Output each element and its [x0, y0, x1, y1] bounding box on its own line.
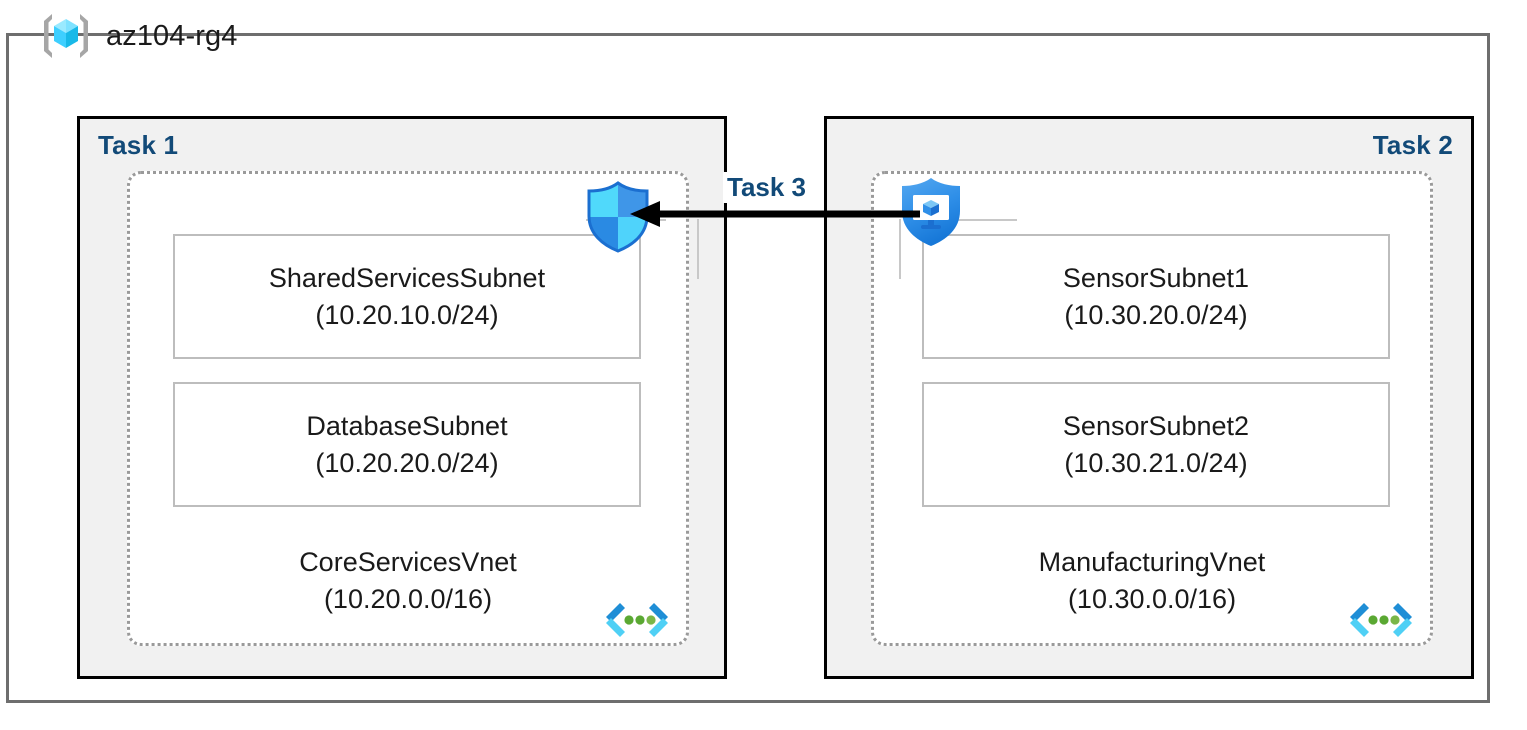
subnet-name: SensorSubnet1	[1062, 262, 1250, 293]
subnet-cidr: (10.30.21.0/24)	[1064, 447, 1248, 478]
virtual-network-icon	[1346, 599, 1416, 643]
vnet-box-manufacturing: SensorSubnet1 (10.30.20.0/24) SensorSubn…	[871, 171, 1433, 646]
vnet-name: CoreServicesVnet	[299, 547, 517, 577]
resource-group-cube-icon	[40, 10, 92, 62]
subnet-box-shared-services: SharedServicesSubnet (10.20.10.0/24)	[173, 234, 641, 359]
subnet-box-database: DatabaseSubnet (10.20.20.0/24)	[173, 382, 641, 507]
subnet-box-sensor-1: SensorSubnet1 (10.30.20.0/24)	[922, 234, 1390, 359]
task-panel-1: Task 1 SharedServicesSubnet (10.20.10.0/…	[77, 116, 727, 679]
shield-connector-stub	[937, 219, 1017, 221]
resource-group-title: az104-rg4	[40, 6, 238, 66]
task-label-2: Task 2	[1372, 130, 1453, 160]
resource-group-frame	[6, 33, 1490, 703]
vnet-caption-core-services: CoreServicesVnet (10.20.0.0/16)	[130, 544, 686, 618]
vnet-name: ManufacturingVnet	[1038, 547, 1266, 577]
subnet-name: SensorSubnet2	[1062, 410, 1250, 441]
task-label-1: Task 1	[98, 130, 179, 160]
vnet-box-core-services: SharedServicesSubnet (10.20.10.0/24) Dat…	[127, 171, 689, 646]
subnet-name: SharedServicesSubnet	[268, 262, 546, 293]
virtual-network-icon	[602, 599, 672, 643]
resource-group-title-gap	[39, 36, 359, 106]
resource-group-name: az104-rg4	[106, 19, 238, 52]
shield-connector-stub	[899, 219, 901, 279]
vnet-cidr: (10.20.0.0/16)	[323, 584, 493, 614]
subnet-name: DatabaseSubnet	[306, 410, 508, 441]
subnet-cidr: (10.30.20.0/24)	[1064, 299, 1248, 330]
subnet-cidr: (10.20.20.0/24)	[315, 447, 499, 478]
task-panel-2: Task 2 SensorSubnet1 (10.30.20.0/24) Sen…	[824, 116, 1474, 679]
vnet-caption-manufacturing: ManufacturingVnet (10.30.0.0/16)	[874, 544, 1430, 618]
task-label-3: Task 3	[723, 172, 811, 203]
defender-shield-icon	[896, 175, 966, 249]
shield-connector-stub	[697, 219, 699, 279]
subnet-cidr: (10.20.10.0/24)	[315, 299, 499, 330]
vnet-cidr: (10.30.0.0/16)	[1067, 584, 1237, 614]
vnet-peering-arrow	[630, 196, 920, 232]
subnet-box-sensor-2: SensorSubnet2 (10.30.21.0/24)	[922, 382, 1390, 507]
firewall-shield-icon	[583, 180, 653, 254]
